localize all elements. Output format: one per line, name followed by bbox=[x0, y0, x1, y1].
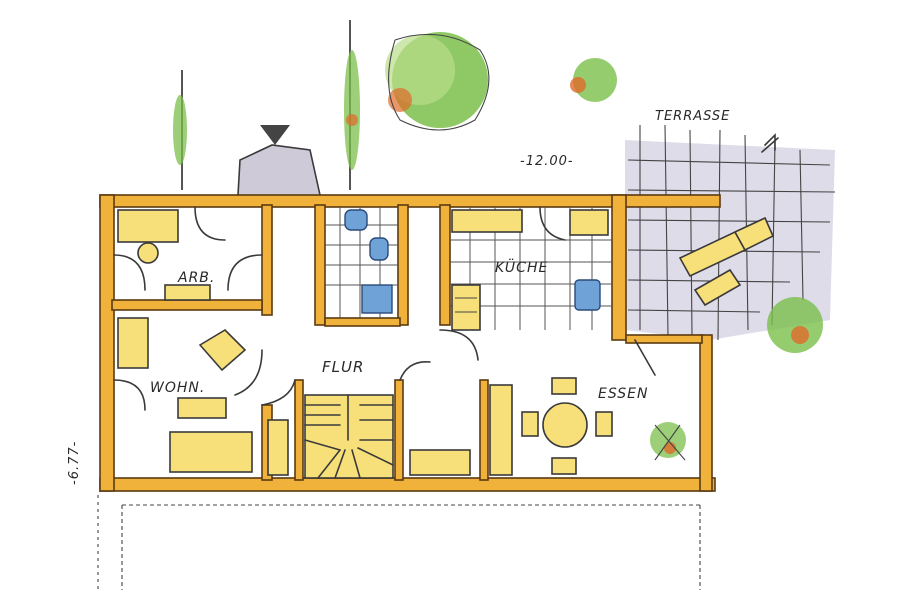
base-outline bbox=[97, 495, 701, 590]
arbeit-label: ARB. bbox=[177, 270, 215, 286]
entrance-arrow-icon bbox=[260, 125, 290, 145]
wohnen-label: WOHN. bbox=[150, 380, 205, 396]
bathroom bbox=[325, 207, 398, 318]
study-furniture bbox=[117, 209, 211, 301]
tree-icon bbox=[344, 20, 360, 190]
plant-icon bbox=[650, 422, 686, 461]
north-arrow-icon bbox=[761, 133, 779, 153]
terrasse-label: TERRASSE bbox=[655, 109, 730, 124]
tree-icon bbox=[385, 32, 490, 131]
interior-walls bbox=[111, 204, 703, 481]
entrance-canopy bbox=[237, 144, 321, 196]
kitchen bbox=[450, 207, 612, 331]
essen-label: ESSEN bbox=[598, 386, 648, 402]
sun-lounger bbox=[678, 216, 775, 307]
doors bbox=[113, 206, 656, 411]
dining-furniture bbox=[409, 377, 613, 476]
plant-icon bbox=[767, 297, 823, 353]
flur-label: FLUR bbox=[322, 358, 364, 376]
depth-dimension: -6.77- bbox=[67, 441, 82, 485]
staircase bbox=[304, 394, 394, 479]
living-furniture bbox=[117, 317, 289, 476]
width-dimension: -12.00- bbox=[520, 154, 574, 169]
tree-icon bbox=[173, 70, 187, 190]
tree-icon bbox=[570, 58, 617, 102]
kueche-label: KÜCHE bbox=[495, 258, 548, 276]
exterior-walls bbox=[99, 194, 721, 492]
